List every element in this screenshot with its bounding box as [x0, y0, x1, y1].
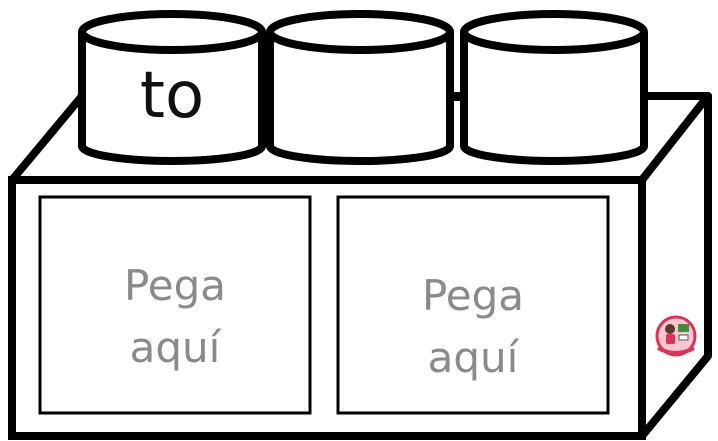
paste-panel-2-line2: aquí	[428, 333, 520, 382]
stud-3	[460, 10, 648, 165]
stud-1: to	[78, 10, 266, 165]
paste-panel-1-line2: aquí	[130, 323, 222, 372]
paste-panel-2: Pega aquí	[336, 195, 610, 415]
stud-1-label: to	[140, 59, 204, 133]
teacher-logo-icon	[655, 315, 697, 357]
stud-2	[266, 10, 454, 165]
paste-panel-2-line1: Pega	[422, 271, 524, 320]
stud-connector	[452, 93, 466, 101]
paste-panel-1-line1: Pega	[124, 261, 226, 310]
paste-panel-1: Pega aquí	[38, 195, 312, 415]
